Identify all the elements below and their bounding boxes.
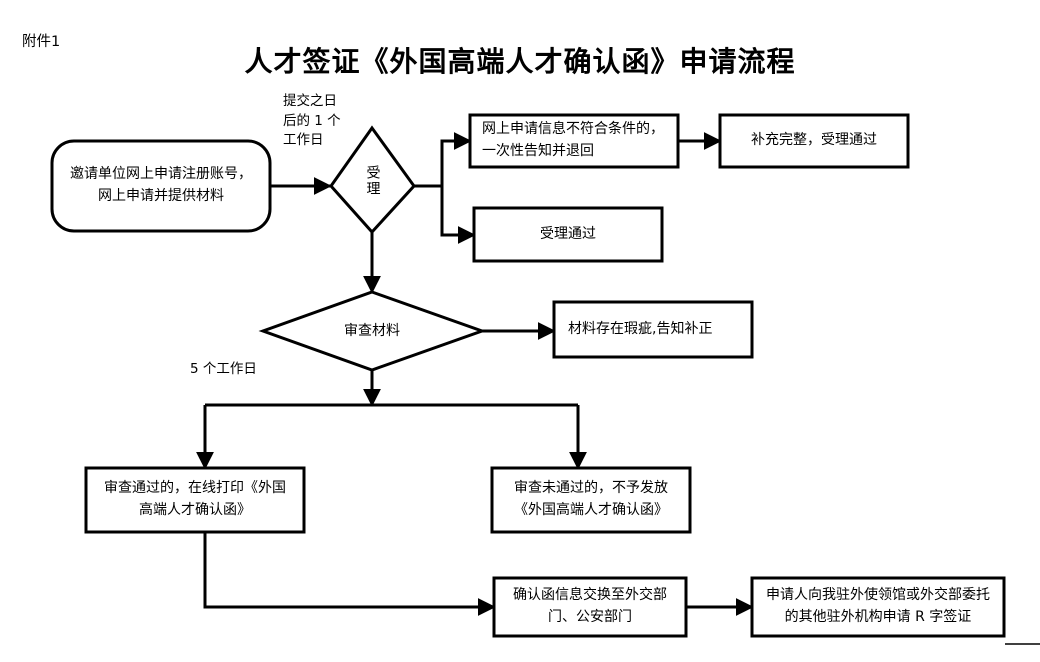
connector-pass-to-exchange [203,532,496,616]
supplement-box-shape [718,113,910,169]
apply-visa-box-label: 申请人向我驻外使领馆或外交部委托的其他驻外机构申请 R 字签证 [766,587,990,625]
intake-diamond-label: 受理 [364,165,381,197]
intake-deadline-note: 提交之日 后的 1 个 工作日 [283,93,341,149]
supplement-box-label: 补充完整，受理通过 [751,132,877,149]
reject-box-shape [468,113,680,169]
defect-box-label: 材料存在瑕疵,告知补正 [568,320,713,337]
intake-pass-box-label: 受理通过 [540,225,596,242]
info-exchange-box-shape [492,576,688,638]
review-deadline-note: 5 个工作日 [190,361,257,377]
review-pass-box-shape [84,466,306,534]
review-fail-box-shape [490,466,692,534]
review-diamond-label: 审查材料 [344,322,400,339]
connector-intake-to-reject [440,132,472,186]
apply-visa-box-shape [750,576,1006,638]
start-node-shape [50,139,272,233]
connector-intake-to-pass [440,186,476,244]
review-pass-box-label: 审查通过的，在线打印《外国高端人才确认函》 [104,480,286,518]
attachment-label: 附件1 [22,34,61,50]
defect-box-shape [552,300,754,359]
info-exchange-box-label: 确认函信息交换至外交部门、公安部门 [513,587,667,625]
intake-diamond-shape [329,125,416,235]
review-fail-box-label: 审查未通过的，不予发放《外国高端人才确认函》 [514,480,668,518]
reject-box-label: 网上申请信息不符合条件的，一次性告知并退回 [482,121,664,159]
review-diamond-shape [258,290,487,372]
intake-pass-box-shape [472,206,664,263]
start-node-label: 邀请单位网上申请注册账号，网上申请并提供材料 [70,166,252,204]
page-title: 人才签证《外国高端人才确认函》申请流程 [244,45,796,78]
